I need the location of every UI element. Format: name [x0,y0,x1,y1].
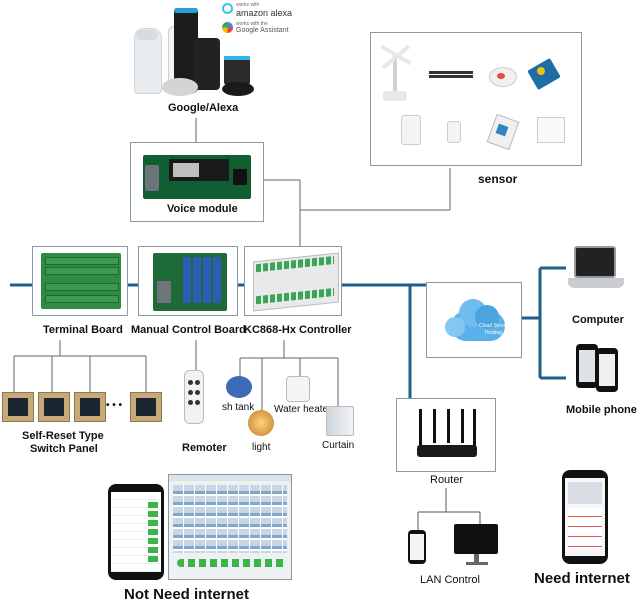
switch-panel-4 [130,392,162,422]
light-icon [248,410,274,436]
cloud-app-phone [562,470,608,564]
sensor-box [370,32,582,166]
sensor-label: sensor [478,172,518,186]
lan-phone-icon [408,530,426,564]
not-need-internet-label: Not Need internet [124,586,250,603]
smart-speakers-icon [128,6,278,98]
google-alexa-label: Google/Alexa [168,102,239,114]
terminal-board-image [41,253,121,309]
sh-tank-label: sh tank [222,402,255,413]
self-reset-label-2: Switch Panel [30,443,98,455]
water-heater-icon [286,376,310,402]
cloud-box: Cloud Server Hosting [426,282,522,358]
computer-label: Computer [572,314,624,326]
sensor-devices-icon [371,33,581,165]
controller-label: KC868-Hx Controller [244,324,352,336]
manual-control-board-image [153,253,227,311]
alexa-badge: works with amazon alexa works with the G… [222,2,308,42]
need-internet-label: Need internet [534,570,630,587]
app-phone-screenshot [108,484,164,580]
laptop-icon [566,244,626,296]
google-brand-text: Google Assistant [236,27,289,34]
switch-panel-1 [2,392,34,422]
light-label: light [252,442,271,453]
terminal-board-box [32,246,128,316]
lan-monitor-icon [454,524,500,566]
pc-software-screenshot [168,474,292,580]
voice-module-board [143,155,251,199]
curtain-icon [326,406,354,436]
remote-control-icon [178,370,208,428]
water-heater-label: Water heater [274,404,332,415]
router-box [396,398,496,472]
router-label: Router [430,474,464,486]
self-reset-label-1: Self-Reset Type [22,430,104,442]
controller-image [253,252,339,312]
mobile-phone-label: Mobile phone [566,404,637,416]
alexa-brand-text: amazon alexa [236,8,293,18]
cloud-server-icon: Cloud Server Hosting [441,297,511,345]
wifi-router-icon [415,409,479,461]
manual-control-board-box [138,246,238,316]
manual-control-board-label: Manual Control Board [131,324,246,336]
remoter-label: Remoter [182,442,227,454]
lan-control-label: LAN Control [420,574,480,586]
terminal-board-label: Terminal Board [43,324,123,336]
switch-panel-3 [74,392,106,422]
cloud-label-line1: Cloud Server [479,323,509,329]
curtain-label: Curtain [322,440,355,451]
switch-panel-2 [38,392,70,422]
voice-module-label: Voice module [167,203,238,215]
voice-module-box: Voice module [130,142,264,222]
alexa-small-text: works with [236,2,260,8]
panel-ellipsis: • • • [106,400,123,411]
smartphones-icon [574,342,624,394]
google-small-text: works with the [236,21,268,27]
controller-box [244,246,342,316]
fish-tank-icon [226,376,252,398]
cloud-label-line2: Hosting [485,330,502,336]
